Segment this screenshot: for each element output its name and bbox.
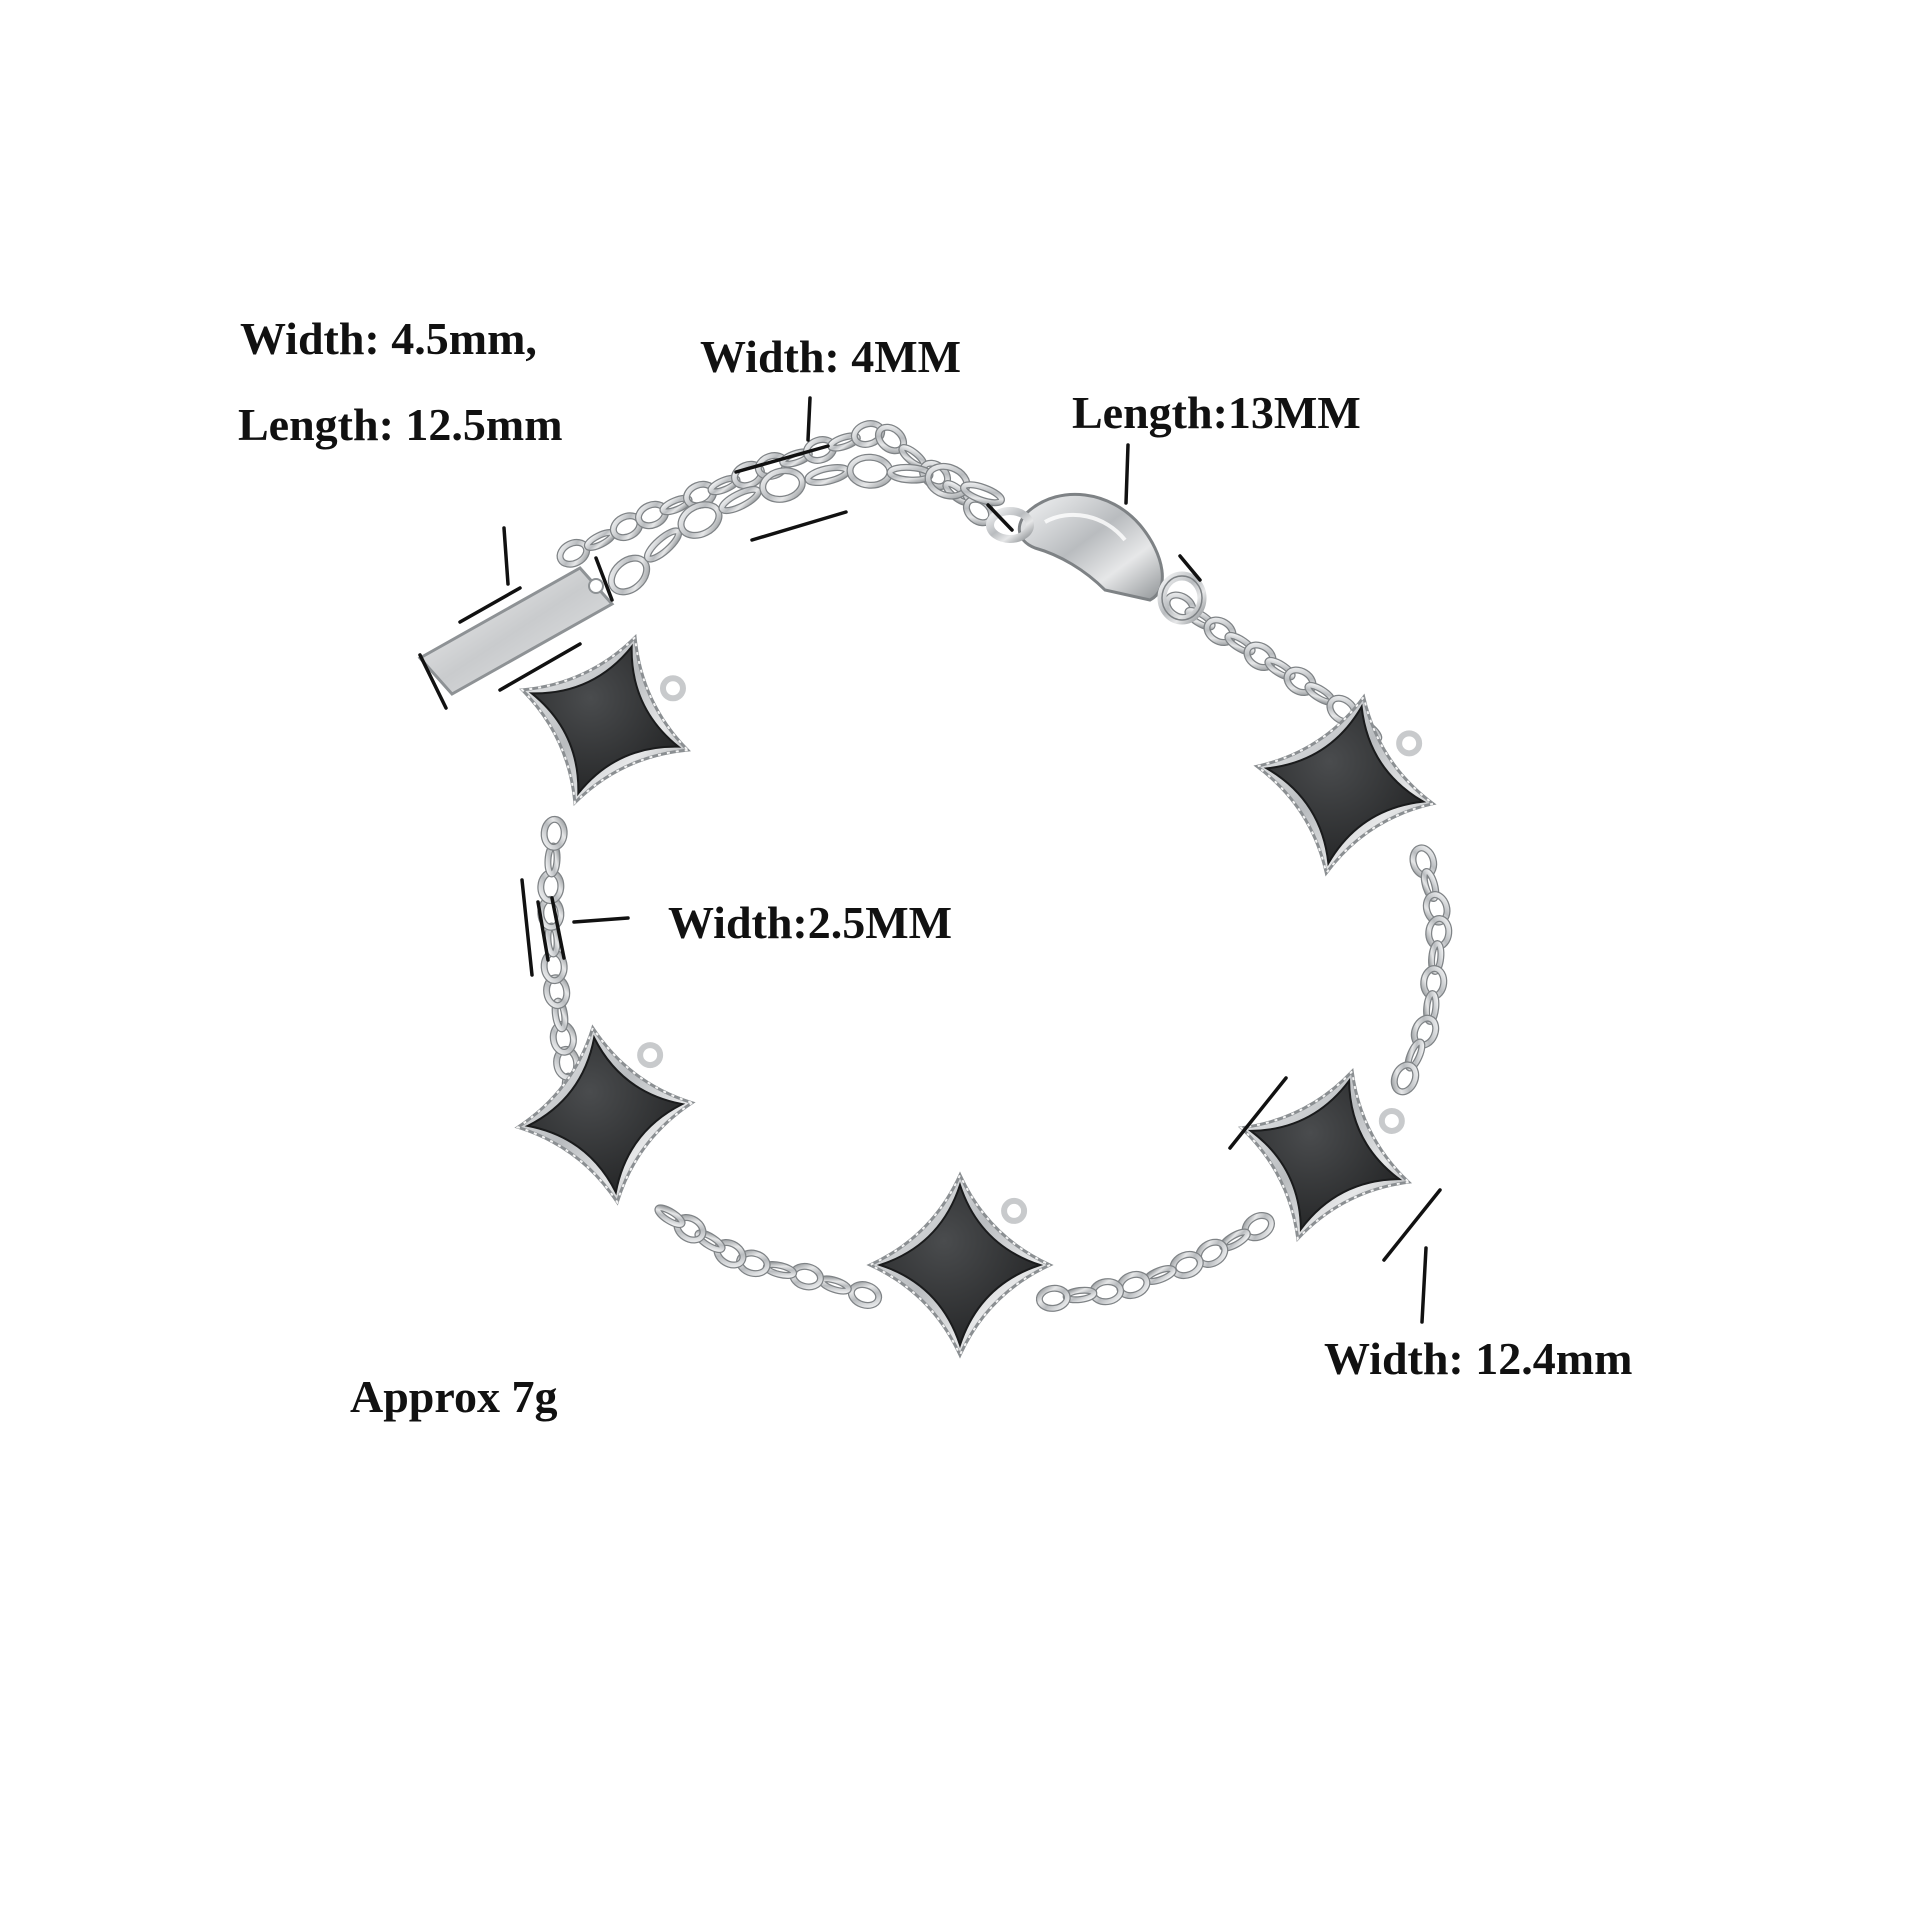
chain-link [718,485,762,515]
star-charm [866,1171,1054,1359]
chain-link [886,463,934,484]
chain-link [1264,656,1296,681]
end-tag [417,566,615,696]
star-charm [514,1024,696,1206]
dimension-lines [418,396,1442,1324]
chain-link [1224,631,1256,656]
chain-link [1420,867,1440,903]
chain-link [643,527,683,563]
star-charm [519,634,691,806]
chain-link [1184,606,1216,631]
star-charms [514,634,1437,1359]
tag-length-label: Length: 12.5mm [238,399,563,450]
chain-link [847,1281,883,1309]
lobster-clasp [986,492,1207,625]
chain-width-label: Width:2.5MM [668,897,953,948]
extender-width-label: Width: 4MM [700,331,962,382]
extender-chain [607,453,1005,596]
chain-link [960,481,1005,507]
chain-link [654,1204,686,1229]
chain-link [540,815,568,851]
clasp-length-label: Length:13MM [1072,387,1361,438]
chain-link [583,529,617,551]
chain-link [759,467,806,503]
chain-link [1169,1250,1204,1280]
tag-width-label: Width: 4.5mm, [240,313,537,364]
chain-link [607,554,651,596]
chain-link [677,501,723,539]
charm-width-label: Width: 12.4mm [1324,1333,1633,1384]
weight-label: Approx 7g [350,1371,558,1422]
chain-link [846,453,894,489]
star-charm [1253,693,1437,877]
chain-link [804,463,851,487]
chain-link [694,1229,726,1254]
star-charm [1237,1067,1413,1243]
chain-link [1390,1061,1420,1096]
chain-link [551,997,569,1033]
chain-link [818,1275,852,1295]
chain-link [1035,1284,1071,1312]
